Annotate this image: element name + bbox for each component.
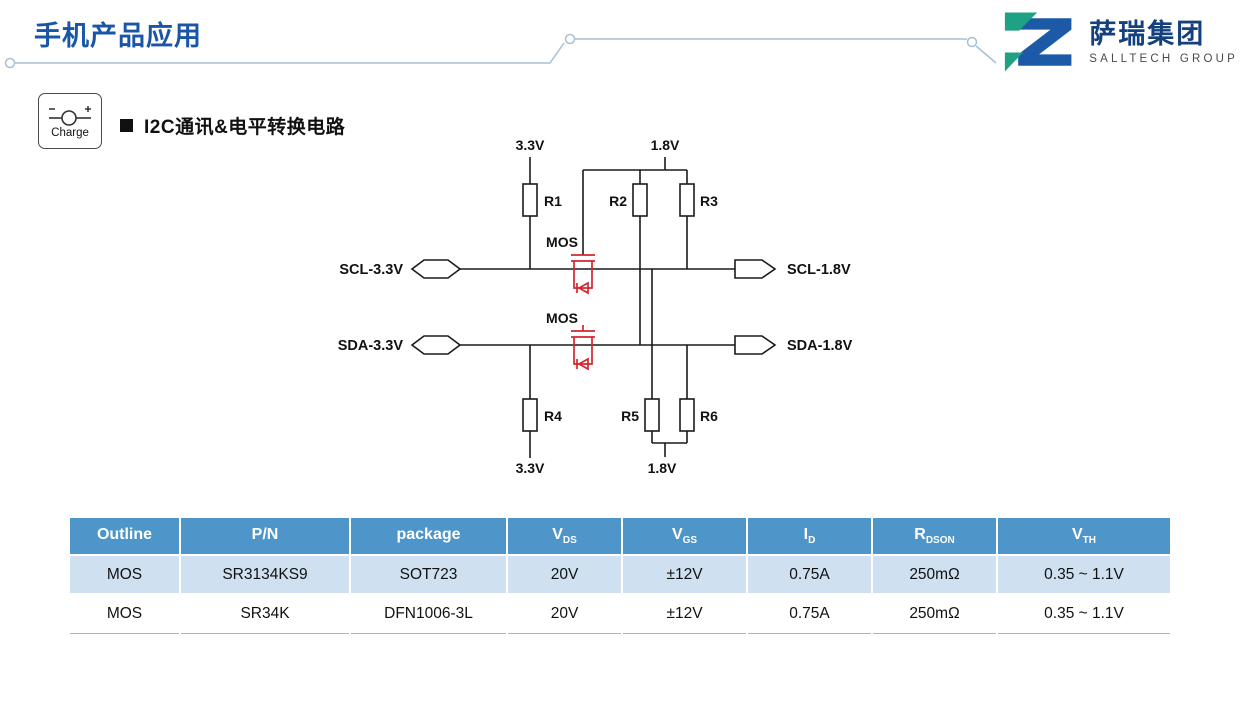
mos-label-sda: MOS (546, 310, 578, 326)
cell-id: 0.75A (747, 554, 873, 594)
col-header-text: P/N (251, 525, 279, 543)
logo-mark-icon (1005, 12, 1072, 72)
cell-outline: MOS (70, 593, 181, 634)
col-header-pn: P/N (180, 518, 351, 555)
col-header-vth: VTH (997, 518, 1170, 555)
resistor-label-r6: R6 (700, 408, 718, 424)
section-heading: I2C通讯&电平转换电路 (120, 112, 345, 139)
col-header-sub: DSON (925, 535, 955, 547)
resistor-r1-symbol (522, 183, 538, 217)
table-header-row: Outline P/N package VDS VGS ID RDSON VTH (70, 518, 1170, 555)
col-header-id: ID (747, 518, 873, 555)
charge-badge: Charge (38, 93, 102, 149)
logo-company-name-en: SALLTECH GROUP (1089, 52, 1238, 65)
logo-company-name: 萨瑞集团 (1089, 19, 1206, 50)
col-header-vgs: VGS (622, 518, 748, 555)
resistor-r6-symbol (679, 398, 695, 432)
mosfet-scl-symbol (571, 254, 595, 295)
port-tag-scl-right (734, 259, 777, 279)
deco-circle-left (4, 57, 16, 69)
cell-vth: 0.35 ~ 1.1V (997, 593, 1170, 634)
col-header-text: Outline (96, 525, 153, 543)
resistor-r2-symbol (632, 183, 648, 217)
i2c-level-shifter-schematic: 3.3V 1.8V 3.3V 1.8V R1 R2 R3 R4 R5 R6 MO… (338, 137, 853, 476)
resistor-r4-symbol (522, 398, 538, 432)
cell-vgs: ±12V (622, 554, 748, 594)
port-tag-sda-right (734, 335, 777, 355)
resistor-label-r1: R1 (544, 193, 562, 209)
cell-package: SOT723 (350, 554, 508, 594)
col-header-text: V (1071, 525, 1083, 543)
port-label-scl-1v8: SCL-1.8V (787, 262, 851, 278)
charge-badge-label: Charge (51, 126, 89, 139)
cell-pn: SR34K (180, 593, 351, 634)
resistor-label-r4: R4 (544, 408, 562, 424)
port-label-scl-3v3: SCL-3.3V (339, 262, 403, 278)
cell-vds: 20V (507, 593, 623, 634)
mosfet-sda-symbol (571, 325, 595, 371)
deco-circle-right (966, 36, 978, 48)
mos-label-scl: MOS (546, 234, 578, 250)
col-header-outline: Outline (70, 518, 181, 555)
resistor-symbols (522, 183, 695, 432)
resistor-label-r5: R5 (621, 408, 639, 424)
col-header-sub: DS (562, 535, 577, 547)
col-header-vds: VDS (507, 518, 623, 555)
square-bullet-icon (120, 119, 133, 132)
cell-outline: MOS (70, 554, 181, 594)
port-tag-scl-left (410, 259, 462, 279)
col-header-text: V (552, 525, 563, 543)
col-header-sub: D (808, 535, 816, 547)
cell-package: DFN1006-3L (350, 593, 508, 634)
cell-rdson: 250mΩ (872, 554, 998, 594)
cell-rdson: 250mΩ (872, 593, 998, 634)
port-tags (410, 259, 777, 355)
port-tag-sda-left (410, 335, 462, 355)
cell-vgs: ±12V (622, 593, 748, 634)
col-header-rdson: RDSON (872, 518, 998, 555)
col-header-sub: GS (682, 535, 698, 547)
charge-icon (49, 105, 91, 126)
header-decoration (4, 33, 997, 69)
resistor-r3-symbol (679, 183, 695, 217)
company-logo: 萨瑞集团 SALLTECH GROUP (1003, 12, 1238, 72)
table-row: MOS SR34K DFN1006-3L 20V ±12V 0.75A 250m… (70, 593, 1170, 634)
col-header-text: R (914, 525, 926, 543)
page-title: 手机产品应用 (34, 21, 202, 51)
section-title: I2C通讯&电平转换电路 (144, 117, 346, 138)
cell-vth: 0.35 ~ 1.1V (997, 554, 1170, 594)
cell-pn: SR3134KS9 (180, 554, 351, 594)
col-header-sub: TH (1082, 535, 1096, 547)
deco-circle-mid (564, 33, 576, 45)
resistor-label-r2: R2 (609, 193, 627, 209)
cell-vds: 20V (507, 554, 623, 594)
cell-id: 0.75A (747, 593, 873, 634)
rail-label-bottom-right: 1.8V (648, 460, 677, 476)
rail-label-top-right: 1.8V (651, 137, 680, 153)
port-label-sda-3v3: SDA-3.3V (338, 338, 404, 354)
resistor-label-r3: R3 (700, 193, 718, 209)
col-header-text: I (803, 525, 809, 543)
col-header-package: package (350, 518, 508, 555)
col-header-text: package (396, 525, 461, 543)
resistor-r5-symbol (644, 398, 660, 432)
port-label-sda-1v8: SDA-1.8V (787, 338, 853, 354)
rail-label-bottom-left: 3.3V (516, 460, 545, 476)
table-row: MOS SR3134KS9 SOT723 20V ±12V 0.75A 250m… (70, 554, 1170, 594)
mos-spec-table: Outline P/N package VDS VGS ID RDSON VTH… (70, 518, 1170, 634)
rail-label-top-left: 3.3V (516, 137, 545, 153)
col-header-text: V (671, 525, 683, 543)
